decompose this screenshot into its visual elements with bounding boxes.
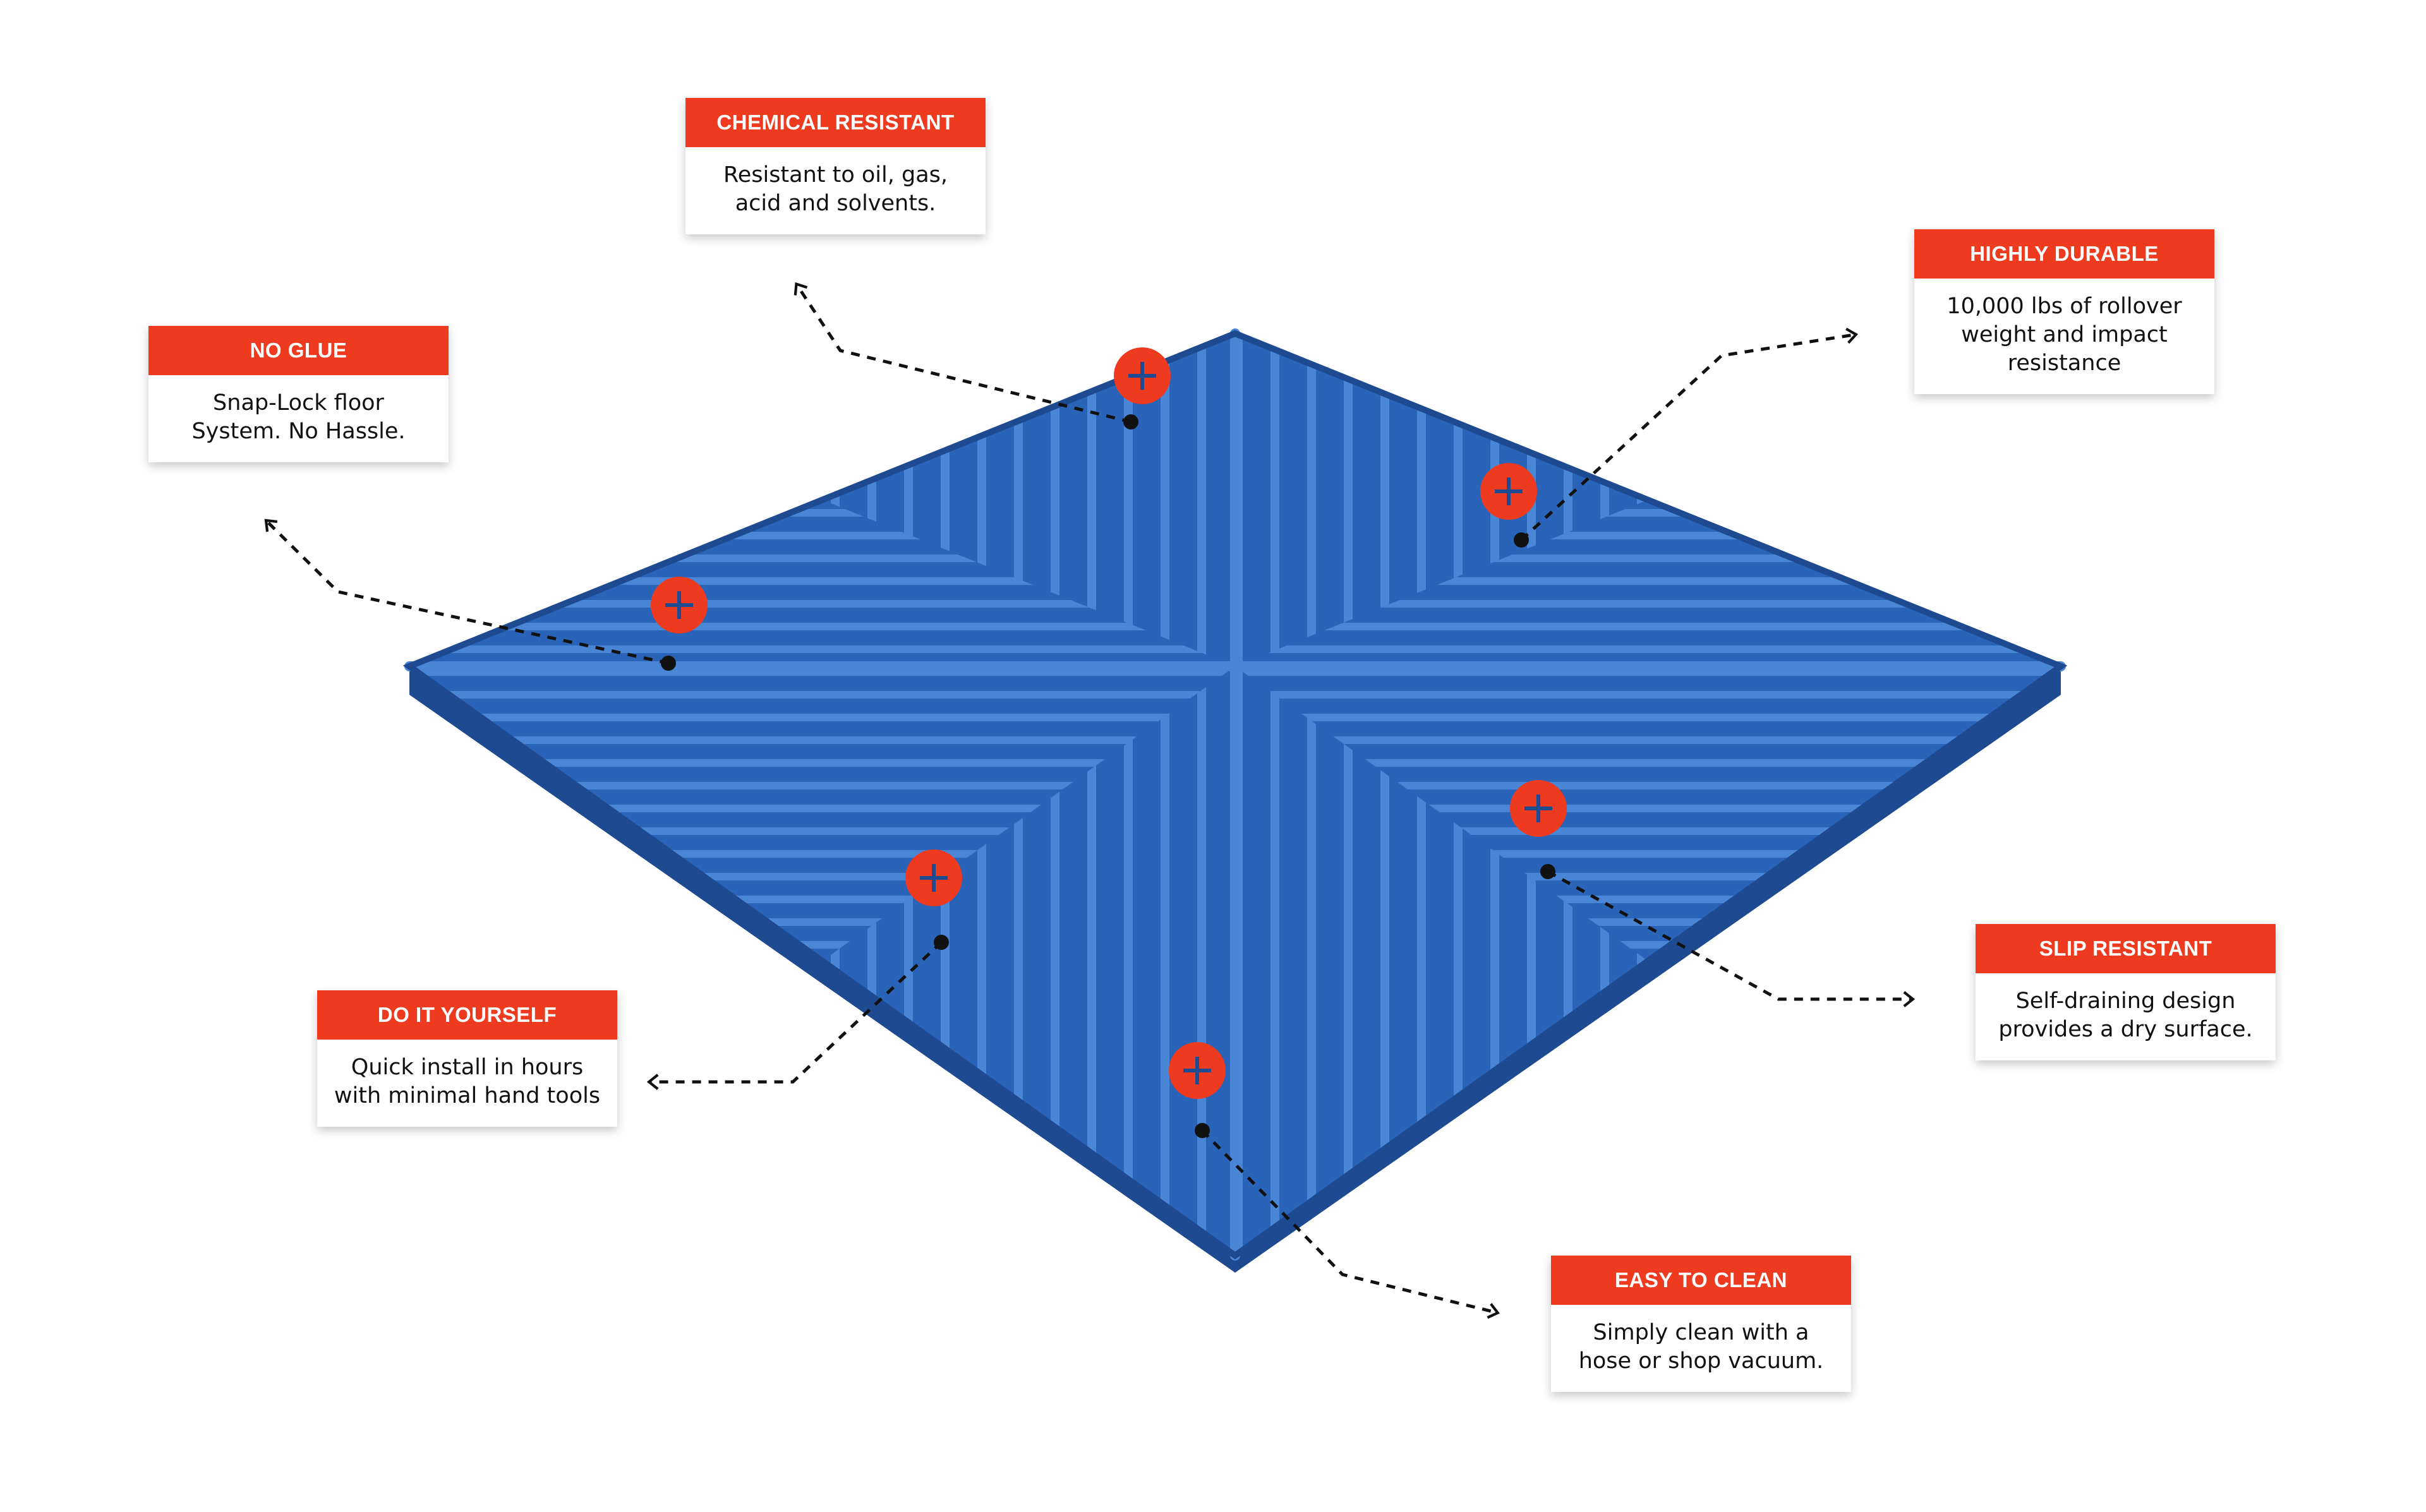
callout-line-chemical <box>794 282 1132 424</box>
plus-icon <box>665 591 693 619</box>
callout-line-diy <box>646 941 943 1090</box>
plus-icon <box>1524 795 1552 822</box>
feature-description: Quick install in hours with minimal hand… <box>334 1055 601 1108</box>
feature-card-easy-to-clean: EASY TO CLEAN Simply clean with a hose o… <box>1551 1256 1851 1392</box>
tile-dividers <box>404 328 2066 1261</box>
callout-dot-slip <box>1540 864 1555 879</box>
feature-description: Snap-Lock floor System. No Hassle. <box>191 390 406 444</box>
callout-dot-noglue <box>661 656 676 671</box>
plus-icon <box>1183 1057 1211 1084</box>
callout-dot-diy <box>934 935 949 950</box>
feature-title: SLIP RESISTANT <box>1976 924 2276 973</box>
feature-description: Self-draining design provides a dry surf… <box>1998 988 2253 1042</box>
feature-card-no-glue: NO GLUE Snap-Lock floor System. No Hassl… <box>148 326 449 462</box>
callout-line-clean <box>1201 1129 1500 1319</box>
feature-title: HIGHLY DURABLE <box>1914 229 2214 279</box>
plus-icon <box>1495 477 1523 505</box>
plus-icon <box>1128 362 1156 390</box>
feature-card-chemical-resistant: CHEMICAL RESISTANT Resistant to oil, gas… <box>685 98 986 234</box>
callout-line-slip <box>1547 870 1916 1007</box>
callout-line-durable <box>1520 327 1859 541</box>
callout-dot-durable <box>1514 532 1529 548</box>
feature-card-do-it-yourself: DO IT YOURSELF Quick install in hours wi… <box>317 990 617 1127</box>
feature-card-highly-durable: HIGHLY DURABLE 10,000 lbs of rollover we… <box>1914 229 2214 394</box>
feature-title: NO GLUE <box>148 326 449 375</box>
plus-icon <box>920 864 948 892</box>
feature-description: 10,000 lbs of rollover weight and impact… <box>1946 294 2182 376</box>
feature-title: DO IT YOURSELF <box>317 990 617 1040</box>
feature-description: Simply clean with a hose or shop vacuum. <box>1578 1320 1824 1374</box>
callout-dot-clean <box>1195 1123 1210 1138</box>
callout-dot-chemical <box>1123 414 1138 429</box>
feature-title: CHEMICAL RESISTANT <box>685 98 986 147</box>
feature-title: EASY TO CLEAN <box>1551 1256 1851 1305</box>
feature-card-slip-resistant: SLIP RESISTANT Self-draining design prov… <box>1976 924 2276 1060</box>
feature-description: Resistant to oil, gas, acid and solvents… <box>723 162 948 216</box>
